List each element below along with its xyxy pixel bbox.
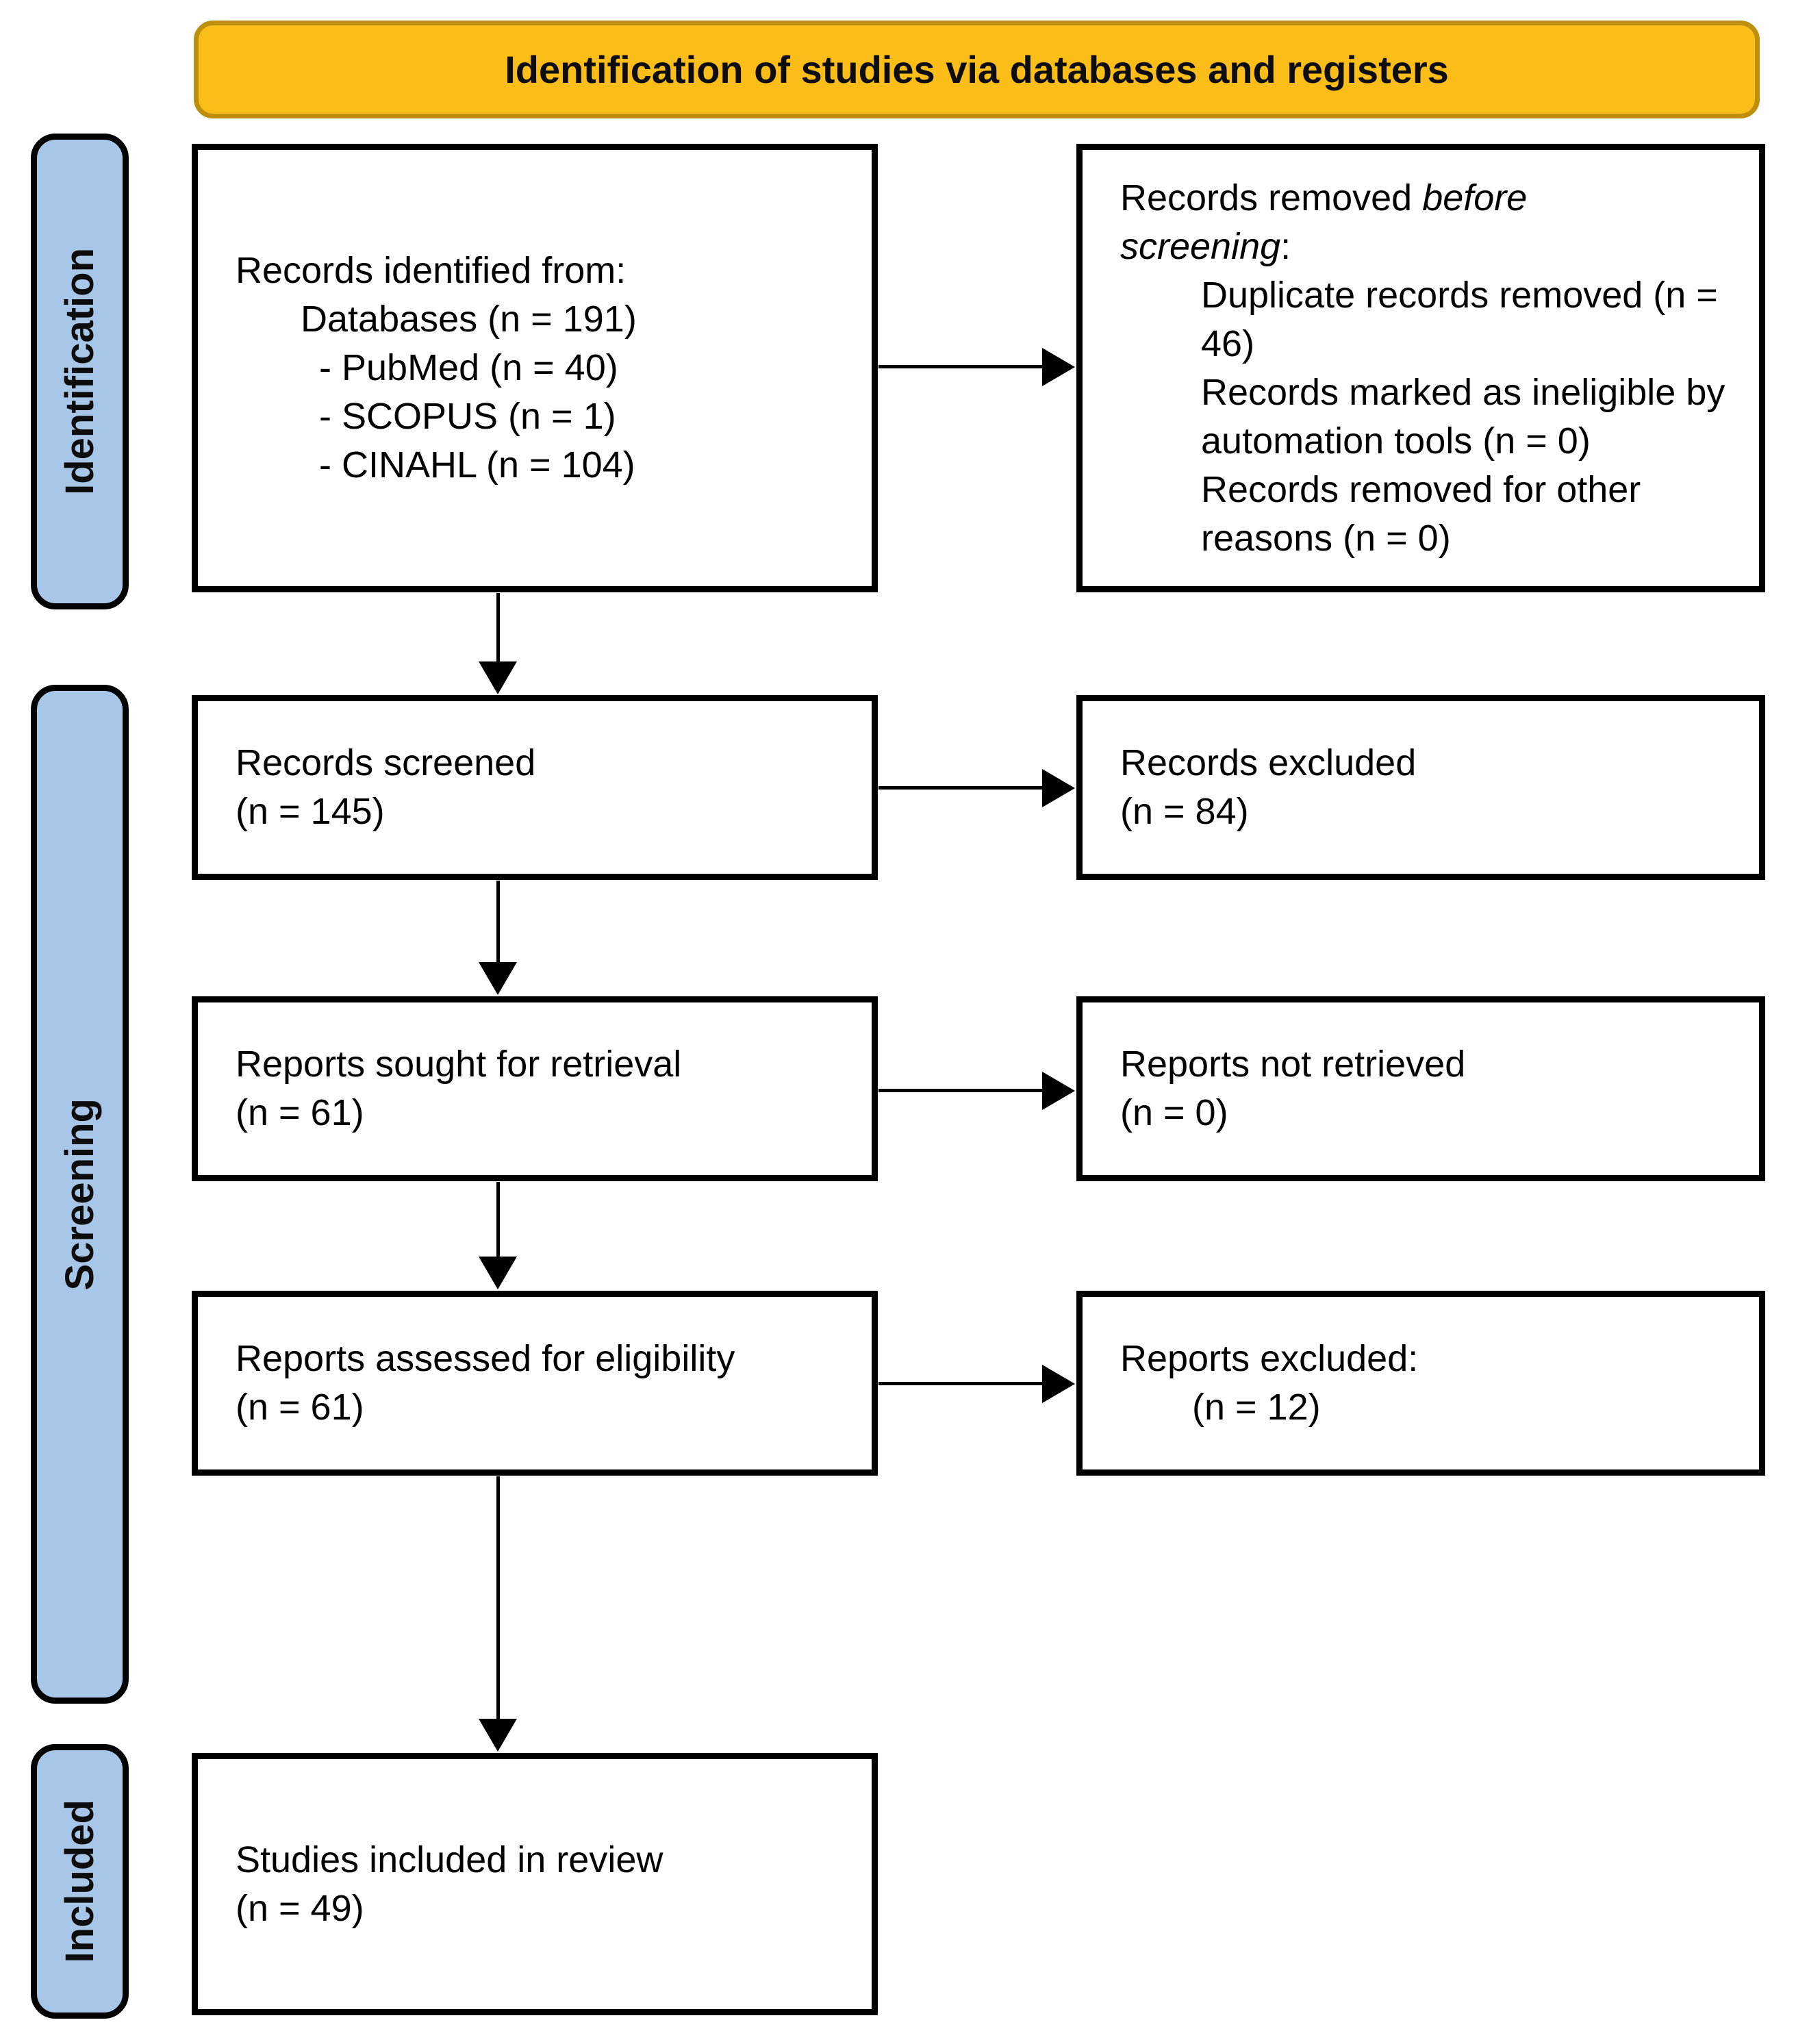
records-removed-heading-suffix: : xyxy=(1280,225,1291,267)
records-removed-heading: Records removed before screening: xyxy=(1120,174,1654,271)
records-removed-ineligible: Records marked as ineligible by automati… xyxy=(1201,371,1725,462)
box-reports-assessed: Reports assessed for eligibility (n = 61… xyxy=(192,1291,878,1476)
arrow-assessed-to-excluded-line xyxy=(878,1382,1045,1385)
box-reports-sought: Reports sought for retrieval (n = 61) xyxy=(192,996,878,1181)
arrow-sought-to-assessed-head xyxy=(479,1257,517,1289)
box-records-identified: Records identified from: Databases (n = … xyxy=(192,144,878,592)
reports-sought-label: Reports sought for retrieval xyxy=(236,1044,682,1085)
records-screened-count: (n = 145) xyxy=(236,791,385,832)
arrow-identified-to-screened-head xyxy=(479,661,517,694)
studies-included-count: (n = 49) xyxy=(236,1887,364,1929)
records-identified-pubmed: - PubMed (n = 40) xyxy=(319,347,618,388)
arrow-sought-to-notretrieved-line xyxy=(878,1089,1045,1092)
records-removed-duplicates: Duplicate records removed (n = 46) xyxy=(1201,274,1718,364)
arrow-sought-to-assessed-line xyxy=(496,1182,500,1259)
stage-bar-identification: Identification xyxy=(31,134,129,609)
box-records-removed: Records removed before screening: Duplic… xyxy=(1076,144,1765,592)
stage-label-included: Included xyxy=(58,1800,102,1963)
reports-not-retrieved-label: Reports not retrieved xyxy=(1120,1044,1466,1085)
arrow-screened-to-excluded-line xyxy=(878,786,1045,790)
records-excluded-count: (n = 84) xyxy=(1120,791,1249,832)
stage-bar-included: Included xyxy=(31,1744,129,2019)
records-removed-heading-prefix: Records removed xyxy=(1120,177,1423,218)
reports-excluded-label: Reports excluded: xyxy=(1120,1338,1419,1379)
box-records-screened: Records screened (n = 145) xyxy=(192,695,878,880)
records-identified-scopus: - SCOPUS (n = 1) xyxy=(319,396,616,437)
arrow-assessed-to-excluded-head xyxy=(1042,1365,1075,1403)
reports-sought-count: (n = 61) xyxy=(236,1092,364,1133)
arrow-screened-to-sought-head xyxy=(479,962,517,995)
reports-assessed-label: Reports assessed for eligibility xyxy=(236,1338,735,1379)
arrow-assessed-to-included-line xyxy=(496,1476,500,1721)
reports-not-retrieved-count: (n = 0) xyxy=(1120,1092,1228,1133)
box-studies-included: Studies included in review (n = 49) xyxy=(192,1753,878,2015)
records-removed-heading-italic: before screening xyxy=(1120,177,1528,267)
arrow-identified-to-removed-line xyxy=(878,365,1045,368)
stage-label-screening: Screening xyxy=(58,1098,102,1291)
reports-assessed-count: (n = 61) xyxy=(236,1387,364,1428)
records-identified-heading: Records identified from: xyxy=(236,250,627,291)
studies-included-label: Studies included in review xyxy=(236,1839,663,1880)
reports-excluded-count: (n = 12) xyxy=(1192,1387,1321,1428)
records-excluded-label: Records excluded xyxy=(1120,742,1417,783)
arrow-screened-to-sought-line xyxy=(496,881,500,964)
records-identified-cinahl: - CINAHL (n = 104) xyxy=(319,444,635,485)
box-records-excluded: Records excluded (n = 84) xyxy=(1076,695,1765,880)
box-reports-not-retrieved: Reports not retrieved (n = 0) xyxy=(1076,996,1765,1181)
stage-bar-screening: Screening xyxy=(31,685,129,1704)
arrow-screened-to-excluded-head xyxy=(1042,769,1075,807)
arrow-sought-to-notretrieved-head xyxy=(1042,1072,1075,1110)
title-banner: Identification of studies via databases … xyxy=(194,21,1760,118)
diagram-title: Identification of studies via databases … xyxy=(505,48,1449,91)
arrow-identified-to-screened-line xyxy=(496,593,500,664)
stage-label-identification: Identification xyxy=(58,248,102,495)
box-reports-excluded: Reports excluded: (n = 12) xyxy=(1076,1291,1765,1476)
arrow-assessed-to-included-head xyxy=(479,1719,517,1752)
records-screened-label: Records screened xyxy=(236,742,536,783)
arrow-identified-to-removed-head xyxy=(1042,348,1075,386)
records-removed-other: Records removed for other reasons (n = 0… xyxy=(1201,468,1641,559)
records-identified-databases: Databases (n = 191) xyxy=(301,299,637,340)
